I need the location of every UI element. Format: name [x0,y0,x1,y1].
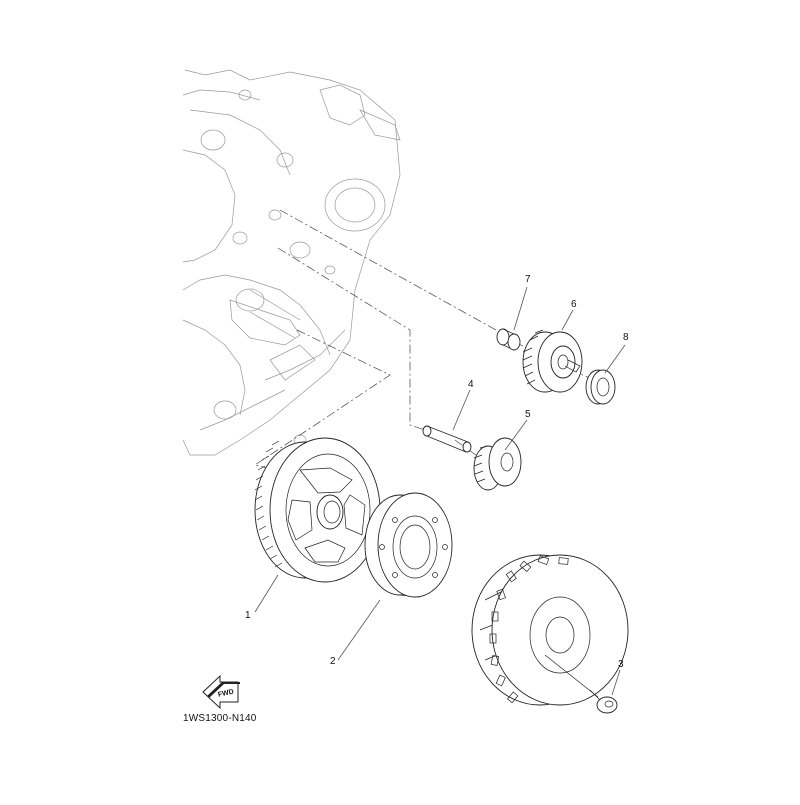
bolt-part [544,654,618,714]
callout-1: 1 [245,610,251,621]
callout-6: 6 [571,299,577,310]
callout-7: 7 [525,274,531,285]
callout-3: 3 [618,659,624,670]
needle-bearing-part [496,328,521,351]
fwd-arrow-icon: FWD [202,674,240,710]
callout-4: 4 [468,379,474,390]
small-gear-part [473,437,522,491]
ball-bearing-part [585,369,616,405]
callout-leader-lines [254,286,626,696]
callout-8: 8 [623,332,629,343]
starter-clutch-part [364,492,453,598]
diagram-code: 1WS1300-N140 [183,713,257,724]
idler-gear-part [522,329,583,393]
engine-crankcase-outline [182,69,401,456]
callout-2: 2 [330,656,336,667]
starter-wheel-gear-part [254,437,381,583]
callout-5: 5 [525,409,531,420]
rotor-flywheel-part [471,554,629,706]
shaft-part [422,425,472,453]
fwd-label: FWD [217,689,234,699]
